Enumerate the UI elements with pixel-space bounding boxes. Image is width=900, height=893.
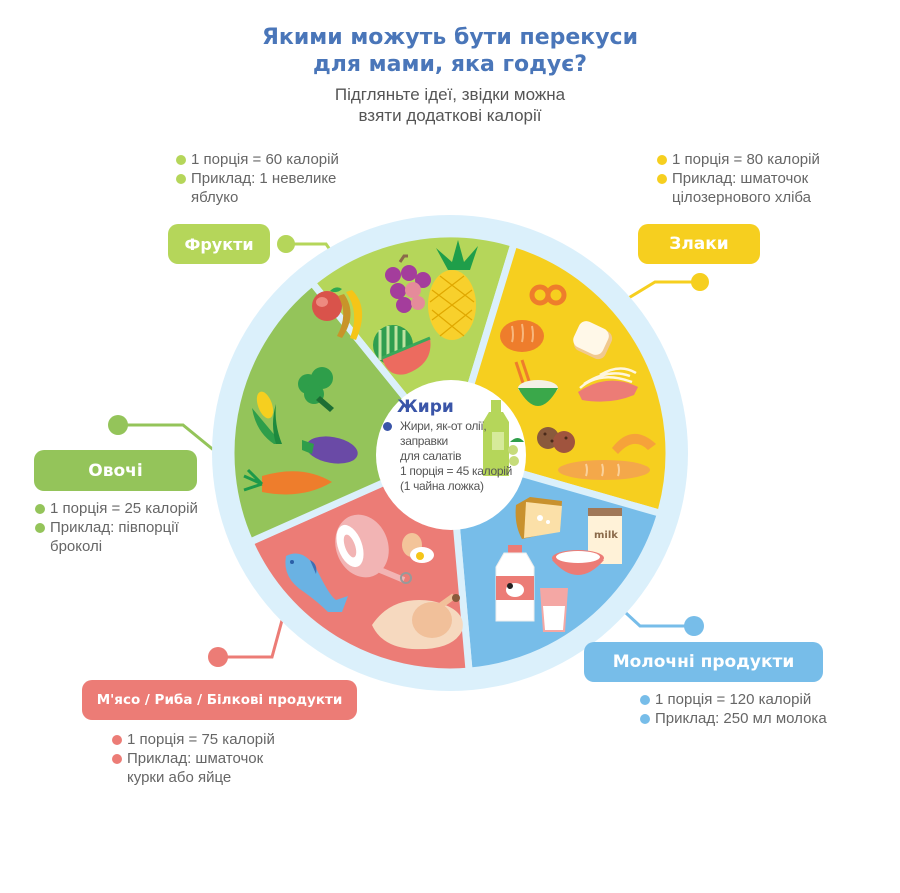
carrot-icon xyxy=(243,468,332,495)
milk-bottle-icon xyxy=(495,545,535,622)
grains-example-cont: цілозернового хліба xyxy=(672,189,812,206)
bullet-icon xyxy=(112,754,122,764)
fruits-label: Фрукти xyxy=(168,224,270,264)
vegetables-calories: 1 порція = 25 калорій xyxy=(50,500,198,517)
rice-bowl-icon xyxy=(514,359,558,406)
dairy-info: 1 порція = 120 калорій Приклад: 250 мл м… xyxy=(640,690,827,728)
baguette-icon xyxy=(558,460,650,480)
pretzel-icon xyxy=(529,284,567,306)
dairy-example: Приклад: 250 мл молока xyxy=(655,710,827,727)
cookies-icon xyxy=(537,427,575,453)
page-title: Якими можуть бути перекуси для мами, яка… xyxy=(0,24,900,78)
bullet-icon xyxy=(35,504,45,514)
fats-line-1: Жири, як-от олії, xyxy=(400,419,487,433)
fruit-icons xyxy=(312,240,478,375)
dairy-label: Молочні продукти xyxy=(584,642,823,682)
apple-icon xyxy=(312,287,342,321)
vegetables-label: Овочі xyxy=(34,450,197,491)
fruits-example-cont: яблуко xyxy=(191,189,239,206)
vegetables-example: Приклад: півпорції xyxy=(50,519,179,536)
connector-dot-dairy xyxy=(684,616,704,636)
fats-line-4: 1 порція = 45 калорій xyxy=(400,464,512,478)
cheese-icon xyxy=(515,497,562,539)
oil-bottle-icon xyxy=(483,400,509,476)
pineapple-icon xyxy=(428,240,478,340)
fats-icons xyxy=(483,400,524,476)
grains-info: 1 порція = 80 калорій Приклад: шматочок … xyxy=(657,150,820,207)
grains-label: Злаки xyxy=(638,224,760,264)
fats-description: Жири, як-от олії, заправки для салатів 1… xyxy=(383,419,517,494)
bullet-icon xyxy=(640,714,650,724)
corn-icon xyxy=(252,391,282,444)
bullet-icon xyxy=(640,695,650,705)
connector-dot-protein xyxy=(208,647,228,667)
bullet-icon xyxy=(657,174,667,184)
fats-bullet-icon xyxy=(383,422,392,431)
dairy-icons: milk xyxy=(495,497,622,632)
broccoli-icon xyxy=(298,367,334,412)
subtitle-line-1: Підгляньте ідеї, звідки можна xyxy=(334,85,566,104)
bullet-icon xyxy=(35,523,45,533)
watermelon-icon xyxy=(373,325,431,375)
protein-info: 1 порція = 75 калорій Приклад: шматочок … xyxy=(112,730,275,787)
protein-example: Приклад: шматочок xyxy=(127,750,264,767)
fats-line-2: заправки xyxy=(400,434,448,448)
grains-example: Приклад: шматочок xyxy=(672,170,809,187)
connector-dot-grains xyxy=(691,273,709,291)
yogurt-bowl-icon xyxy=(552,550,604,575)
croissant-icon xyxy=(612,433,656,454)
toast-icon xyxy=(573,321,613,360)
egg-icon xyxy=(402,533,434,563)
milk-glass-icon xyxy=(540,588,568,632)
fats-title: Жири xyxy=(397,397,454,417)
protein-icons xyxy=(285,514,463,650)
grains-calories: 1 порція = 80 калорій xyxy=(672,151,820,168)
dairy-calories: 1 порція = 120 калорій xyxy=(655,691,812,708)
bullet-icon xyxy=(176,174,186,184)
bread-loaf-icon xyxy=(500,320,544,352)
banana-icon xyxy=(337,290,363,340)
fruits-example: Приклад: 1 невелике xyxy=(191,170,337,187)
noodles-icon xyxy=(578,367,638,402)
connector-dot-vegetables xyxy=(108,415,128,435)
olives-icon xyxy=(508,438,524,466)
title-line-2: для мами, яка годує? xyxy=(313,52,587,77)
fish-icon xyxy=(285,553,348,612)
bullet-icon xyxy=(176,155,186,165)
grapes-icon xyxy=(385,254,431,313)
vegetables-example-cont: броколі xyxy=(50,538,103,555)
bullet-icon xyxy=(112,735,122,745)
subtitle-line-2: взяти додаткові калорії xyxy=(358,106,542,125)
milk-label: milk xyxy=(594,530,618,541)
grain-icons xyxy=(500,284,656,480)
bullet-icon xyxy=(657,155,667,165)
fruits-calories: 1 порція = 60 калорій xyxy=(191,151,339,168)
page-subtitle: Підгляньте ідеї, звідки можна взяти дода… xyxy=(0,84,900,126)
ham-icon xyxy=(335,514,412,584)
protein-example-cont: курки або яйце xyxy=(127,769,232,786)
vegetable-icons xyxy=(243,367,358,495)
fats-center-card: Жири Жири, як-от олії, заправки для сала… xyxy=(383,397,517,494)
vegetables-info: 1 порція = 25 калорій Приклад: півпорції… xyxy=(35,499,198,556)
title-line-1: Якими можуть бути перекуси xyxy=(261,25,639,50)
eggplant-icon xyxy=(302,436,358,464)
chicken-icon xyxy=(372,593,463,650)
fats-line-3: для салатів xyxy=(400,449,462,463)
fats-line-5: (1 чайна ложка) xyxy=(400,479,484,493)
protein-calories: 1 порція = 75 калорій xyxy=(127,731,275,748)
connector-dot-fruits xyxy=(277,235,295,253)
protein-label: М'ясо / Риба / Білкові продукти xyxy=(82,680,357,720)
fruits-info: 1 порція = 60 калорій Приклад: 1 невелик… xyxy=(176,150,339,207)
